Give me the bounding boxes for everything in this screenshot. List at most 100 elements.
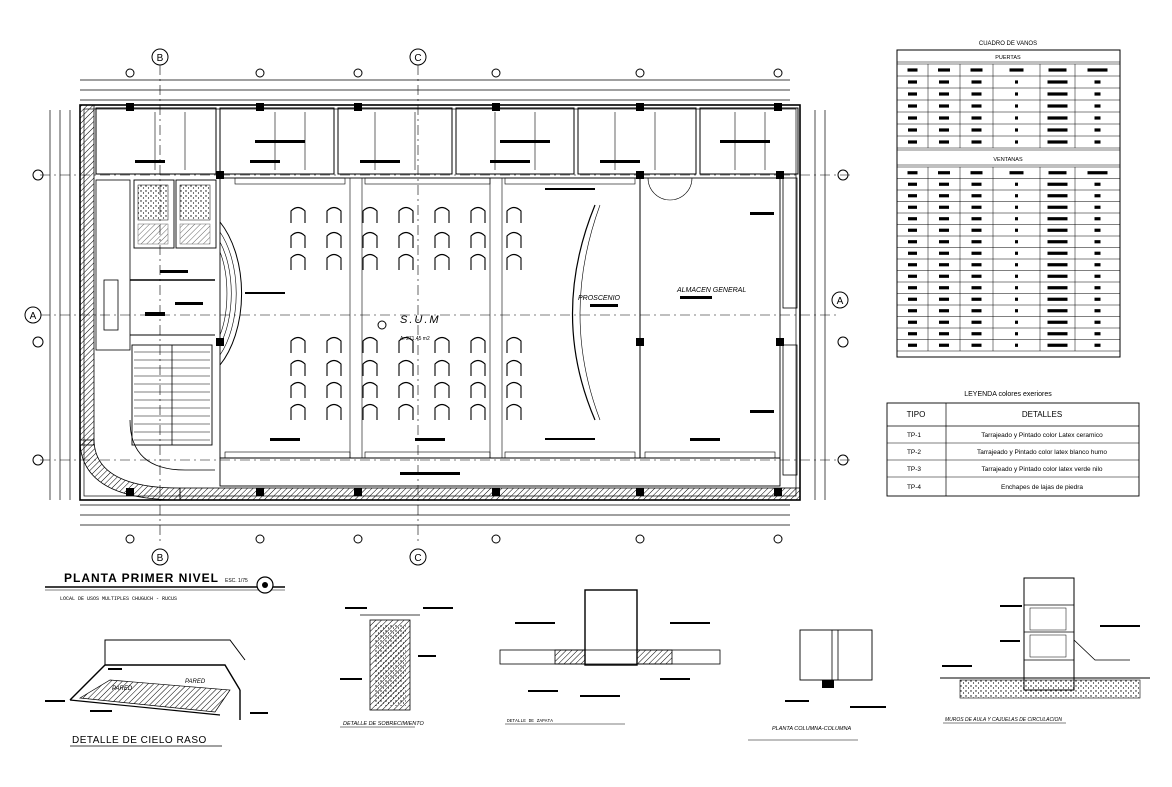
table-cell-mark bbox=[908, 309, 917, 313]
muro-title: MUROS DE AULA Y CAJUELAS DE CIRCULACION bbox=[945, 717, 1062, 723]
table-cell-mark bbox=[1015, 128, 1018, 132]
table-cell-mark bbox=[971, 240, 982, 244]
table-cell-mark bbox=[908, 274, 917, 278]
table-cell-mark bbox=[971, 309, 982, 313]
table-cell-mark bbox=[971, 80, 982, 84]
seat bbox=[506, 403, 522, 420]
column-marker bbox=[635, 68, 645, 78]
table-cell-mark bbox=[1094, 217, 1101, 221]
seat bbox=[290, 381, 306, 398]
table-cell-mark bbox=[908, 251, 917, 255]
seat bbox=[398, 359, 414, 376]
column bbox=[492, 103, 500, 111]
table-cell-mark bbox=[971, 128, 982, 132]
seat bbox=[470, 403, 486, 420]
table-cell-mark bbox=[1047, 240, 1068, 244]
legend-col-detalles: DETALLES bbox=[1022, 410, 1062, 419]
column bbox=[636, 488, 644, 496]
table-cell-mark bbox=[1047, 228, 1068, 232]
seat bbox=[326, 206, 342, 223]
table-cell-mark bbox=[1015, 228, 1018, 232]
table-cell-mark bbox=[971, 116, 982, 120]
column bbox=[776, 171, 784, 179]
table-cell-mark bbox=[971, 332, 982, 336]
doors-header: PUERTAS bbox=[995, 55, 1021, 61]
table-cell-mark bbox=[1094, 332, 1101, 336]
table-cell-mark bbox=[1094, 228, 1101, 232]
table-cell-mark bbox=[1015, 332, 1018, 336]
seat bbox=[398, 336, 414, 353]
table-cell-mark bbox=[1015, 80, 1018, 84]
cielo-label-pared: PARED bbox=[112, 686, 133, 692]
seat bbox=[434, 381, 450, 398]
legend-row-tipo: TP-2 bbox=[907, 449, 921, 456]
table-cell-mark bbox=[971, 92, 982, 96]
seat bbox=[362, 231, 378, 248]
legend-row-detalle: Enchapes de lajas de piedra bbox=[1001, 484, 1083, 491]
column-markers bbox=[125, 68, 784, 544]
seat bbox=[362, 206, 378, 223]
table-cell-mark bbox=[939, 140, 949, 144]
table-cell-mark bbox=[1047, 332, 1068, 336]
table-cell-mark bbox=[1015, 320, 1018, 324]
table-cell-mark bbox=[971, 228, 982, 232]
table-cell-mark bbox=[1094, 116, 1101, 120]
table-cell-mark bbox=[971, 263, 982, 267]
table-cell-mark bbox=[938, 171, 950, 175]
table-cell-mark bbox=[1047, 297, 1068, 301]
table-cell-mark bbox=[971, 205, 982, 209]
column bbox=[216, 338, 224, 346]
column bbox=[776, 338, 784, 346]
detail-muro: MUROS DE AULA Y CAJUELAS DE CIRCULACION bbox=[940, 577, 1150, 724]
seat bbox=[434, 359, 450, 376]
table-cell-mark bbox=[1015, 286, 1018, 290]
table-cell-mark bbox=[1015, 116, 1018, 120]
column bbox=[256, 488, 264, 496]
table-cell-mark bbox=[1094, 104, 1101, 108]
column bbox=[636, 103, 644, 111]
seat bbox=[470, 381, 486, 398]
table-cell-mark bbox=[971, 194, 982, 198]
column bbox=[774, 488, 782, 496]
table-cell-mark bbox=[939, 320, 949, 324]
table-cell-mark bbox=[908, 104, 917, 108]
seat bbox=[362, 253, 378, 270]
zapata-title: DETALLE DE ZAPATA bbox=[507, 718, 553, 724]
table-cell-mark bbox=[1094, 240, 1101, 244]
seat bbox=[434, 231, 450, 248]
detail-zapata: DETALLE DE ZAPATA bbox=[499, 589, 721, 725]
column bbox=[354, 488, 362, 496]
table-cell-mark bbox=[1015, 297, 1018, 301]
room-label-sum: S.U.M bbox=[400, 314, 441, 326]
table-cell-mark bbox=[1015, 240, 1018, 244]
table-cell-mark bbox=[908, 217, 917, 221]
windows-header: VENTANAS bbox=[993, 157, 1023, 163]
table-cell-mark bbox=[1087, 171, 1108, 175]
table-cell-mark bbox=[1047, 128, 1068, 132]
table-cell-mark bbox=[939, 263, 949, 267]
seat bbox=[290, 253, 306, 270]
seat bbox=[398, 253, 414, 270]
table-cell-mark bbox=[1094, 128, 1101, 132]
table-cell-mark bbox=[1047, 309, 1068, 313]
table-cell-mark bbox=[1047, 274, 1068, 278]
axis-label-c-bottom: C bbox=[414, 553, 421, 564]
column bbox=[126, 103, 134, 111]
table-cell-mark bbox=[908, 228, 917, 232]
table-cell-mark bbox=[1015, 217, 1018, 221]
table-cell-mark bbox=[1047, 104, 1068, 108]
seat bbox=[434, 206, 450, 223]
table-cell-mark bbox=[1047, 116, 1068, 120]
seat bbox=[326, 359, 342, 376]
table-cell-mark bbox=[1094, 182, 1101, 186]
table-cell-mark bbox=[971, 217, 982, 221]
table-cell-mark bbox=[939, 80, 949, 84]
seat bbox=[434, 253, 450, 270]
table-cell-mark bbox=[1094, 205, 1101, 209]
sobrecimiento-title: DETALLE DE SOBRECIMIENTO bbox=[343, 721, 425, 727]
table-cell-mark bbox=[939, 309, 949, 313]
seat bbox=[506, 253, 522, 270]
table-cell-mark bbox=[1047, 194, 1068, 198]
table-cell-mark bbox=[908, 297, 917, 301]
table-cell-mark bbox=[1094, 251, 1101, 255]
